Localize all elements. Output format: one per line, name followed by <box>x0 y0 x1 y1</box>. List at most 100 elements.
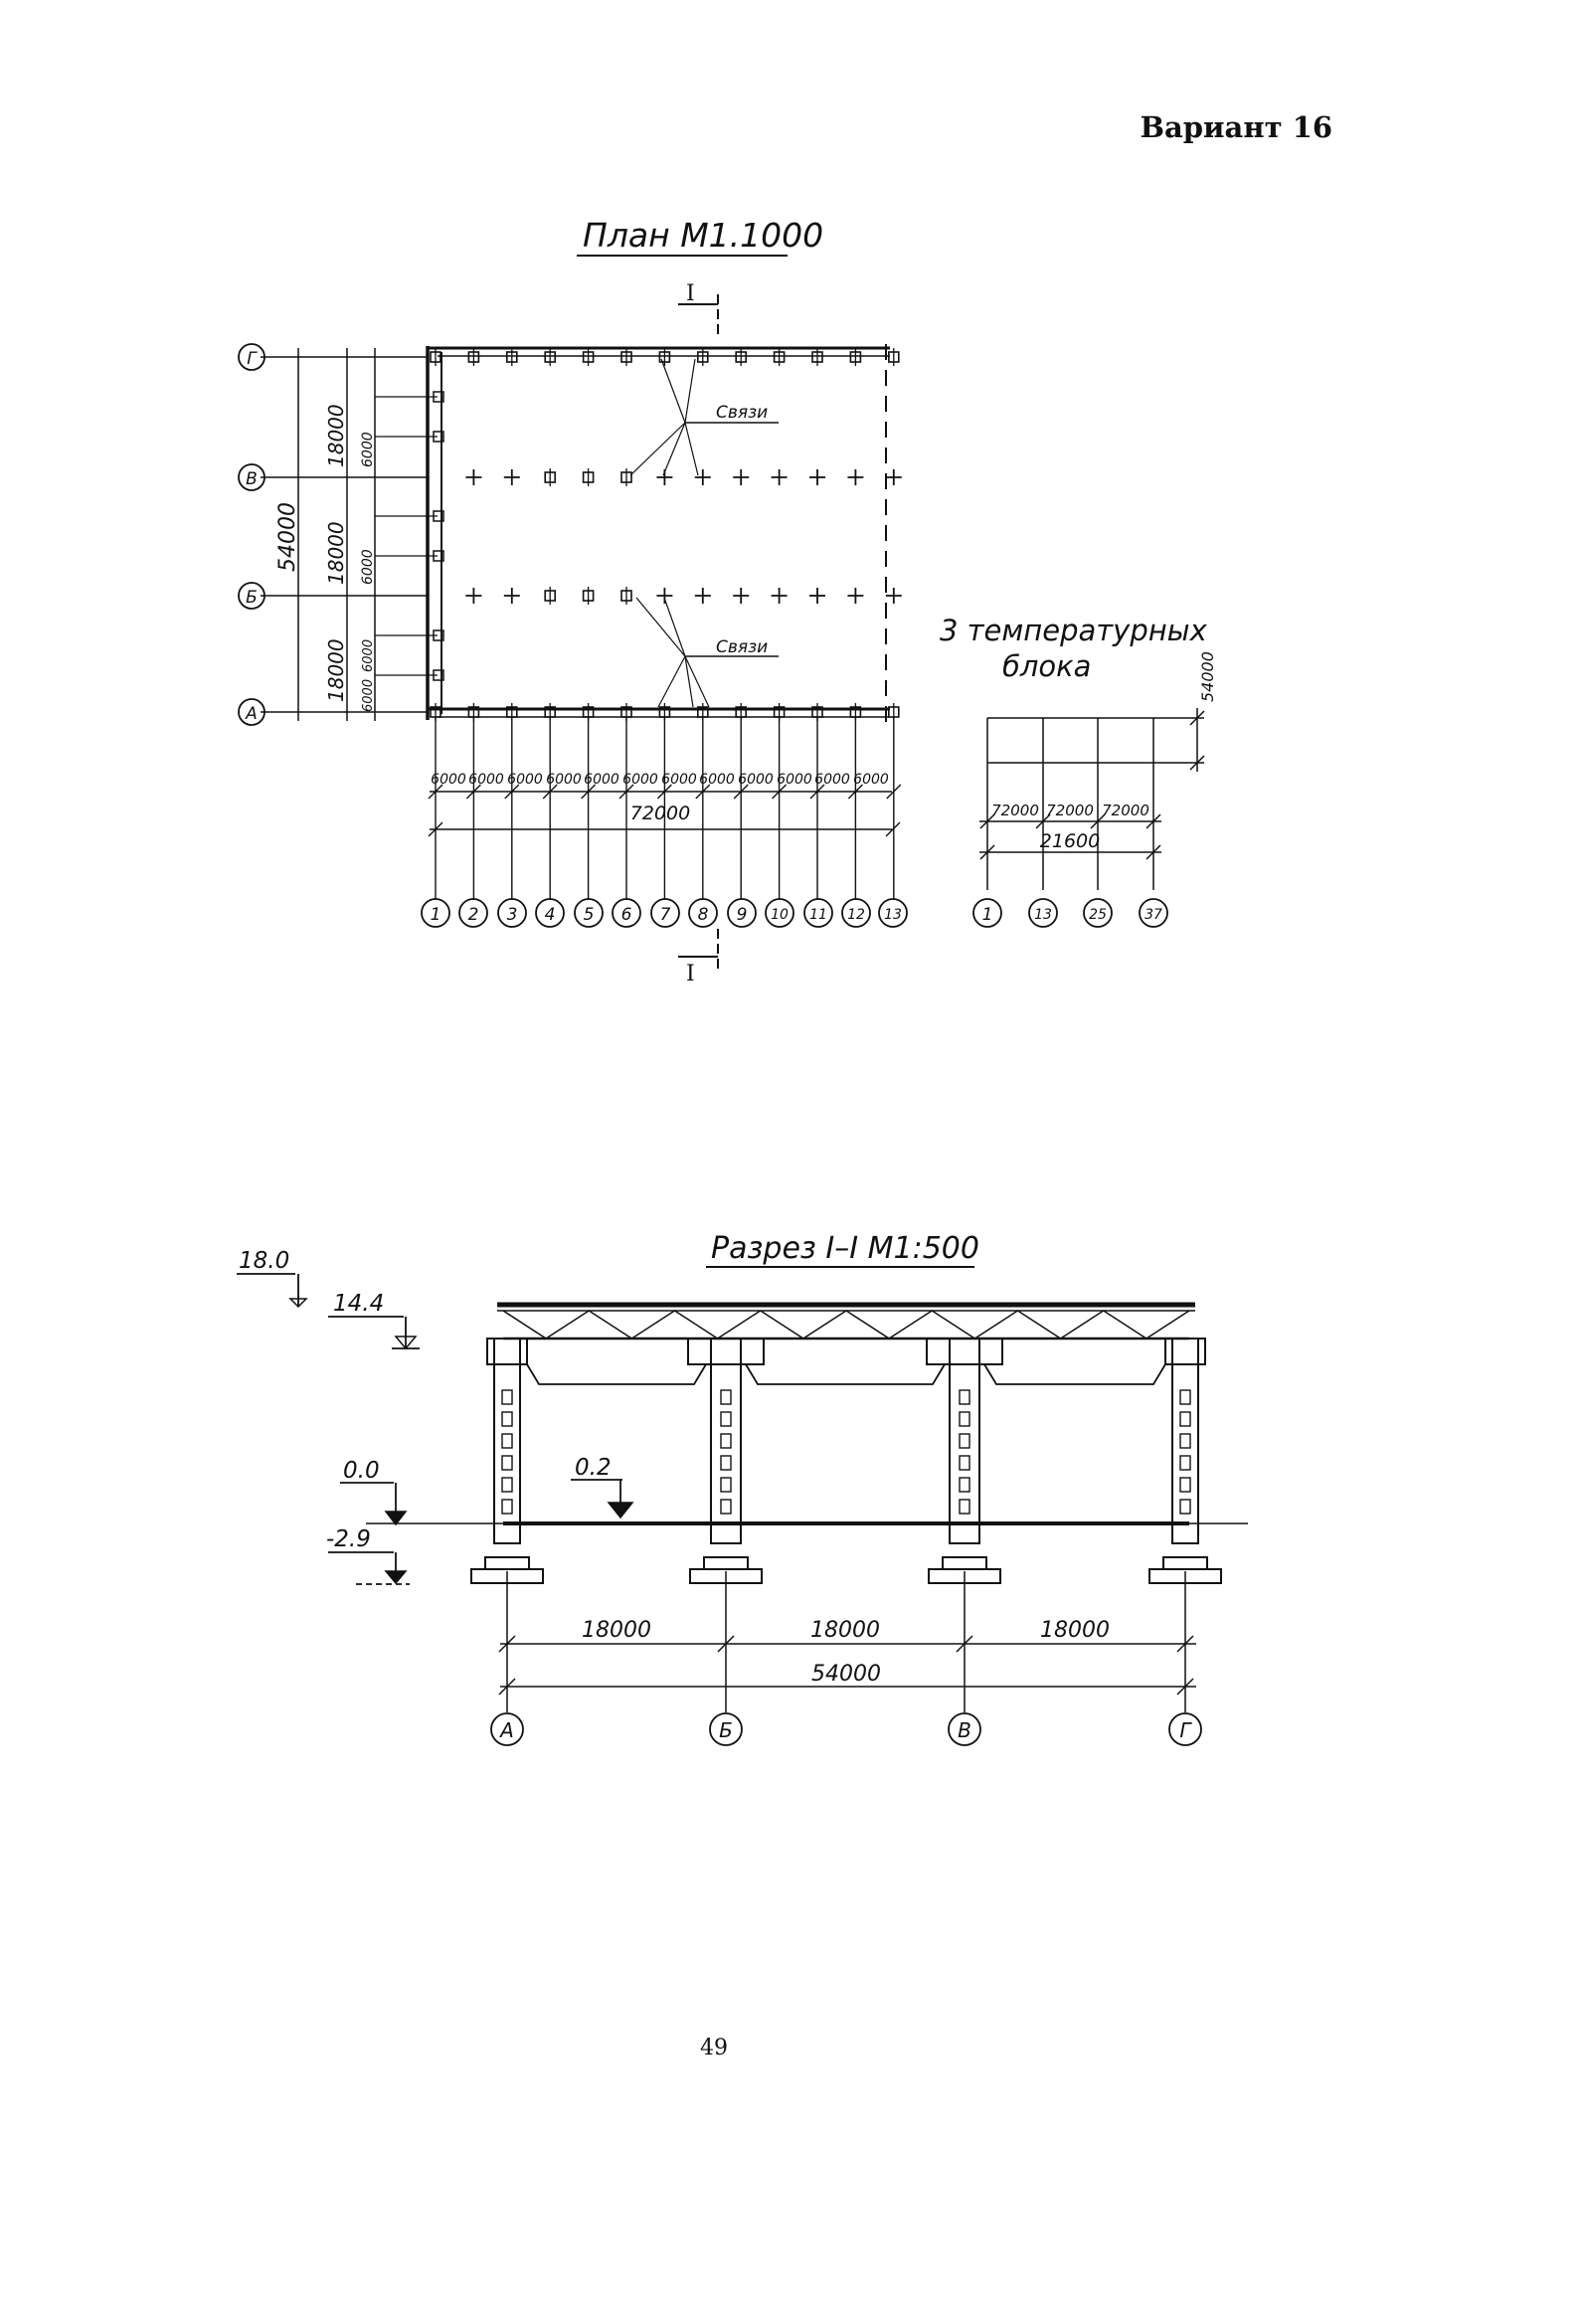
svg-text:5: 5 <box>584 905 595 925</box>
level-mark-0-0: 0.0 <box>340 1458 408 1526</box>
plan-column <box>887 348 900 366</box>
section-dimensions: 18000 18000 18000 54000 <box>498 1571 1196 1712</box>
svg-text:11: 11 <box>809 907 827 923</box>
svg-text:25: 25 <box>1089 907 1107 923</box>
plan-sub-dim-3: 6000 <box>361 639 376 672</box>
plan-title: План М1.1000 <box>583 216 823 255</box>
bay-dim-1: 6000 <box>431 772 466 788</box>
crane-beam <box>983 1363 1166 1385</box>
plan-row-axis-b: Б <box>238 582 265 610</box>
plan-column <box>694 588 711 604</box>
svg-text:А: А <box>498 1718 514 1742</box>
col-axis-1: 1 <box>421 898 450 928</box>
plan-building-outline <box>426 344 890 722</box>
col-axis-8: 8 <box>688 898 718 928</box>
section-drawing: Разрез I–I М1:500 18.0 14.4 0.0 0.2 <box>237 1231 1248 1746</box>
plan-column <box>733 588 750 604</box>
plan-column <box>582 348 595 366</box>
crane-beam <box>526 1363 707 1385</box>
section-mark-bottom: I <box>686 962 695 986</box>
plan-left-dimensions: 54000 18000 18000 18000 6000 6000 6000 6… <box>261 348 438 721</box>
plan-column <box>847 469 864 485</box>
block-dim-3: 72000 <box>1102 802 1149 819</box>
plan-column <box>430 348 441 366</box>
svg-text:14.4: 14.4 <box>333 1291 384 1317</box>
plan-column <box>503 588 520 604</box>
svg-text:9: 9 <box>737 905 748 925</box>
plan-column <box>582 587 595 605</box>
bay-dim-3: 6000 <box>507 772 543 788</box>
plan-column <box>696 348 709 366</box>
plan-column <box>544 468 557 486</box>
blocks-total-dim: 21600 <box>1040 830 1100 852</box>
svg-text:10: 10 <box>771 907 789 923</box>
plan-bay-dimensions: 6000 6000 6000 6000 6000 6000 6000 6000 … <box>431 772 889 788</box>
plan-span-dim-1: 18000 <box>324 638 348 702</box>
plan-column <box>620 587 632 605</box>
bay-dim-2: 6000 <box>468 772 504 788</box>
temperature-blocks-diagram: 3 температурных блока 54000 72000 72000 … <box>940 614 1217 928</box>
plan-bracing-upper: Связи <box>629 358 779 476</box>
plan-column <box>656 588 673 604</box>
level-mark-18-0: 18.0 <box>237 1248 308 1309</box>
plan-column <box>544 587 557 605</box>
svg-text:12: 12 <box>847 907 865 923</box>
block-dim-1: 72000 <box>991 802 1039 819</box>
section-span-dim-2: 18000 <box>810 1618 880 1643</box>
bay-dim-6: 6000 <box>622 772 658 788</box>
col-axis-13: 13 <box>878 898 908 928</box>
svg-text:4: 4 <box>545 905 556 925</box>
svg-text:Г: Г <box>1179 1718 1192 1742</box>
svg-text:0.2: 0.2 <box>575 1455 612 1481</box>
page-number: 49 <box>700 2036 728 2060</box>
col-axis-9: 9 <box>727 898 757 928</box>
svg-text:0.0: 0.0 <box>343 1458 380 1484</box>
plan-column <box>620 348 632 366</box>
svg-text:13: 13 <box>1034 907 1052 923</box>
plan-column <box>773 348 786 366</box>
plan-column <box>544 348 557 366</box>
plan-drawing: План М1.1000 I I <box>238 216 908 986</box>
plan-total-length: 72000 <box>630 803 690 824</box>
plan-column <box>885 469 902 485</box>
level-mark-14-4: 14.4 <box>328 1291 420 1350</box>
block-axis-1: 1 <box>972 898 1002 928</box>
col-axis-7: 7 <box>650 898 680 928</box>
svg-text:3: 3 <box>507 905 518 925</box>
section-axis-g: Г <box>1168 1712 1202 1746</box>
plan-column <box>811 348 823 366</box>
plan-column <box>620 468 632 486</box>
section-mark-top: I <box>686 281 695 306</box>
plan-column <box>694 469 711 485</box>
svg-text:1: 1 <box>982 905 993 925</box>
svg-text:В: В <box>958 1718 971 1742</box>
col-axis-5: 5 <box>574 898 604 928</box>
level-mark-minus-2-9: -2.9 <box>326 1526 410 1585</box>
plan-column <box>658 348 671 366</box>
svg-text:Б: Б <box>719 1718 733 1742</box>
plan-column <box>809 588 825 604</box>
crane-beam <box>745 1363 946 1385</box>
section-axis-a: А <box>490 1712 524 1746</box>
svg-text:2: 2 <box>468 905 479 925</box>
plan-column <box>771 588 788 604</box>
section-axis-v: В <box>948 1712 981 1746</box>
section-total-dim: 54000 <box>811 1662 881 1687</box>
bay-dim-10: 6000 <box>777 772 812 788</box>
svg-text:18.0: 18.0 <box>239 1248 289 1274</box>
block-axis-13: 13 <box>1028 898 1058 928</box>
plan-column <box>735 348 748 366</box>
svg-text:В: В <box>246 469 258 489</box>
plan-column <box>847 588 864 604</box>
plan-columns <box>430 348 902 721</box>
bay-dim-11: 6000 <box>814 772 850 788</box>
plan-row-axis-v: В <box>238 463 265 491</box>
col-axis-11: 11 <box>803 898 833 928</box>
section-title: Разрез I–I М1:500 <box>711 1231 979 1266</box>
bay-dim-7: 6000 <box>661 772 697 788</box>
svg-text:13: 13 <box>884 907 902 923</box>
blocks-title-line1: 3 температурных <box>940 614 1208 647</box>
plan-column <box>885 588 902 604</box>
